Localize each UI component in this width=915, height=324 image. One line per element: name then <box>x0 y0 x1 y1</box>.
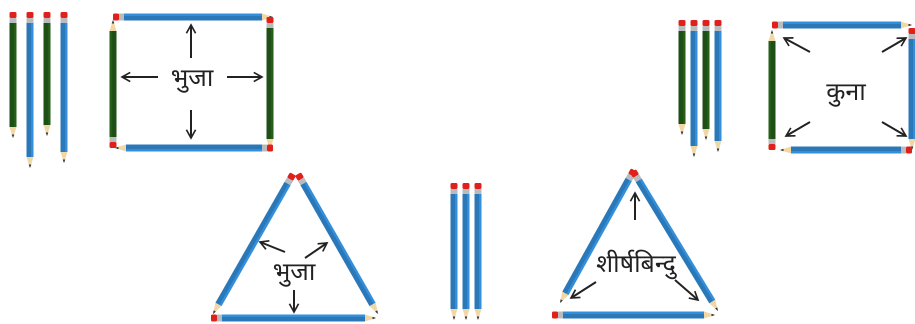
pencil-icon <box>474 183 482 320</box>
arrow-icon <box>304 242 329 259</box>
pencil-icon <box>266 17 274 150</box>
pencil-icon <box>26 12 34 168</box>
arrow-icon <box>784 121 811 137</box>
arrow-group <box>120 23 908 314</box>
pencil-icon <box>450 183 458 320</box>
pencil-icon <box>678 20 686 135</box>
triangle-vertices-label: शीर्षबिन्दु <box>596 249 677 280</box>
arrow-icon <box>258 239 286 253</box>
pencil-icon <box>462 183 470 320</box>
pencil-icon <box>702 20 710 140</box>
pencil-icon <box>552 311 715 319</box>
square-sides-label: भुजा <box>171 63 214 93</box>
pencil-icon <box>780 146 912 154</box>
arrow-icon <box>782 37 811 53</box>
pencil-icon <box>109 20 117 148</box>
pencil-icon <box>690 20 698 157</box>
pencil-icon <box>211 314 376 322</box>
pencil-icon <box>213 172 296 314</box>
arrow-icon <box>881 37 908 53</box>
triangle-sides-label: भुजा <box>273 257 316 287</box>
pencil-icon <box>295 172 378 314</box>
pencil-group <box>9 12 915 322</box>
pencil-icon <box>113 13 273 21</box>
square-corners-label: कुना <box>826 77 866 107</box>
pencil-icon <box>908 28 915 150</box>
pencil-icon <box>630 169 718 311</box>
pencil-icon <box>714 20 722 152</box>
pencil-icon <box>115 144 273 152</box>
arrow-icon <box>881 121 908 137</box>
pencil-icon <box>60 12 68 163</box>
pencil-icon <box>9 12 17 138</box>
arrow-icon <box>569 281 597 299</box>
pencil-icon <box>559 168 637 304</box>
pencil-icon <box>43 12 51 136</box>
pencil-icon <box>772 21 912 29</box>
arrow-icon <box>674 279 700 302</box>
pencil-icon <box>768 30 776 150</box>
